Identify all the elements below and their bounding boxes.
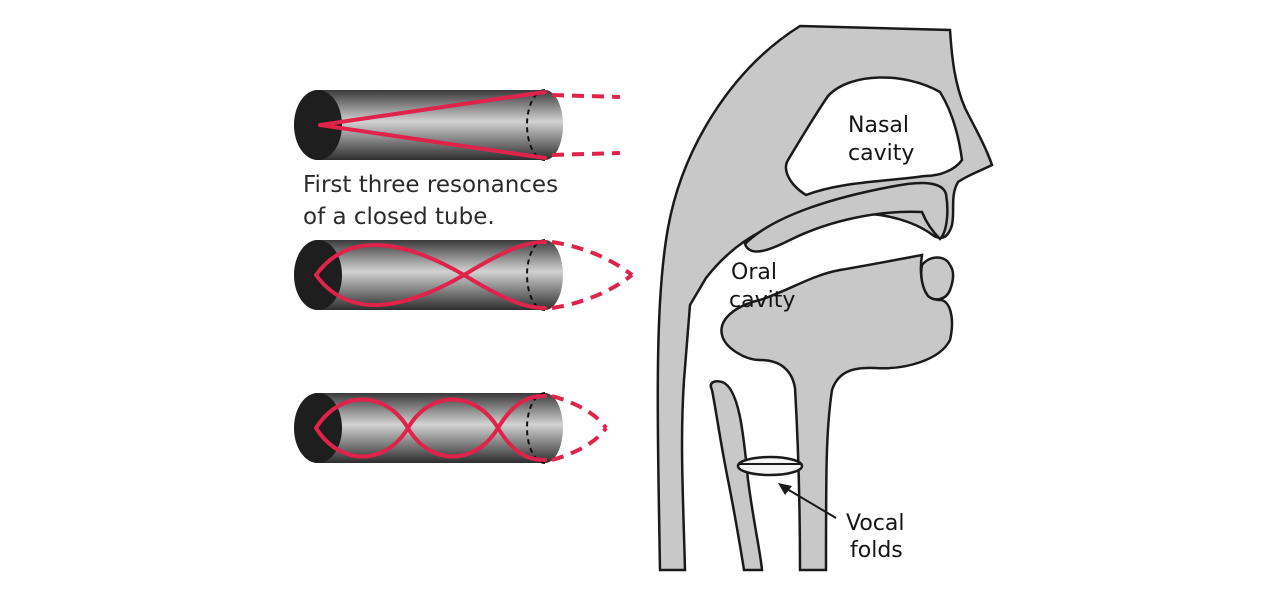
label-oral-line-1: Oral xyxy=(731,260,777,285)
epiglottis xyxy=(709,380,764,572)
label-vocal-line-1: Vocal xyxy=(846,511,905,536)
nasal-cavity xyxy=(784,76,964,197)
tube-3-wave-extension xyxy=(551,394,608,462)
tube-2 xyxy=(294,239,634,311)
tube-3 xyxy=(294,392,608,464)
tube-3-body xyxy=(294,393,563,463)
tube-1-body xyxy=(294,90,563,160)
caption-line-1: First three resonances xyxy=(303,172,558,198)
vocal-tract-anatomy xyxy=(656,24,994,572)
caption-line-2: of a closed tube. xyxy=(303,204,495,230)
tube-1 xyxy=(294,89,621,161)
tube-2-wave-extension xyxy=(551,240,634,310)
label-nasal-line-1: Nasal xyxy=(848,113,909,138)
tube-1-wave xyxy=(318,90,547,160)
palate xyxy=(743,181,949,253)
tube-1-wave-extension xyxy=(551,93,621,157)
lower-lip xyxy=(920,256,955,301)
label-oral-line-2: cavity xyxy=(729,288,795,313)
tube-2-wave xyxy=(314,240,547,310)
label-vocal-line-2: folds xyxy=(850,538,903,563)
vocal-folds-arrow-head xyxy=(778,483,792,495)
tube-3-wave xyxy=(314,394,547,462)
vocal-folds-shape xyxy=(736,455,804,477)
vocal-folds-arrow-line xyxy=(781,485,837,519)
label-nasal-line-2: cavity xyxy=(848,141,914,166)
tongue-and-throat xyxy=(720,253,954,572)
